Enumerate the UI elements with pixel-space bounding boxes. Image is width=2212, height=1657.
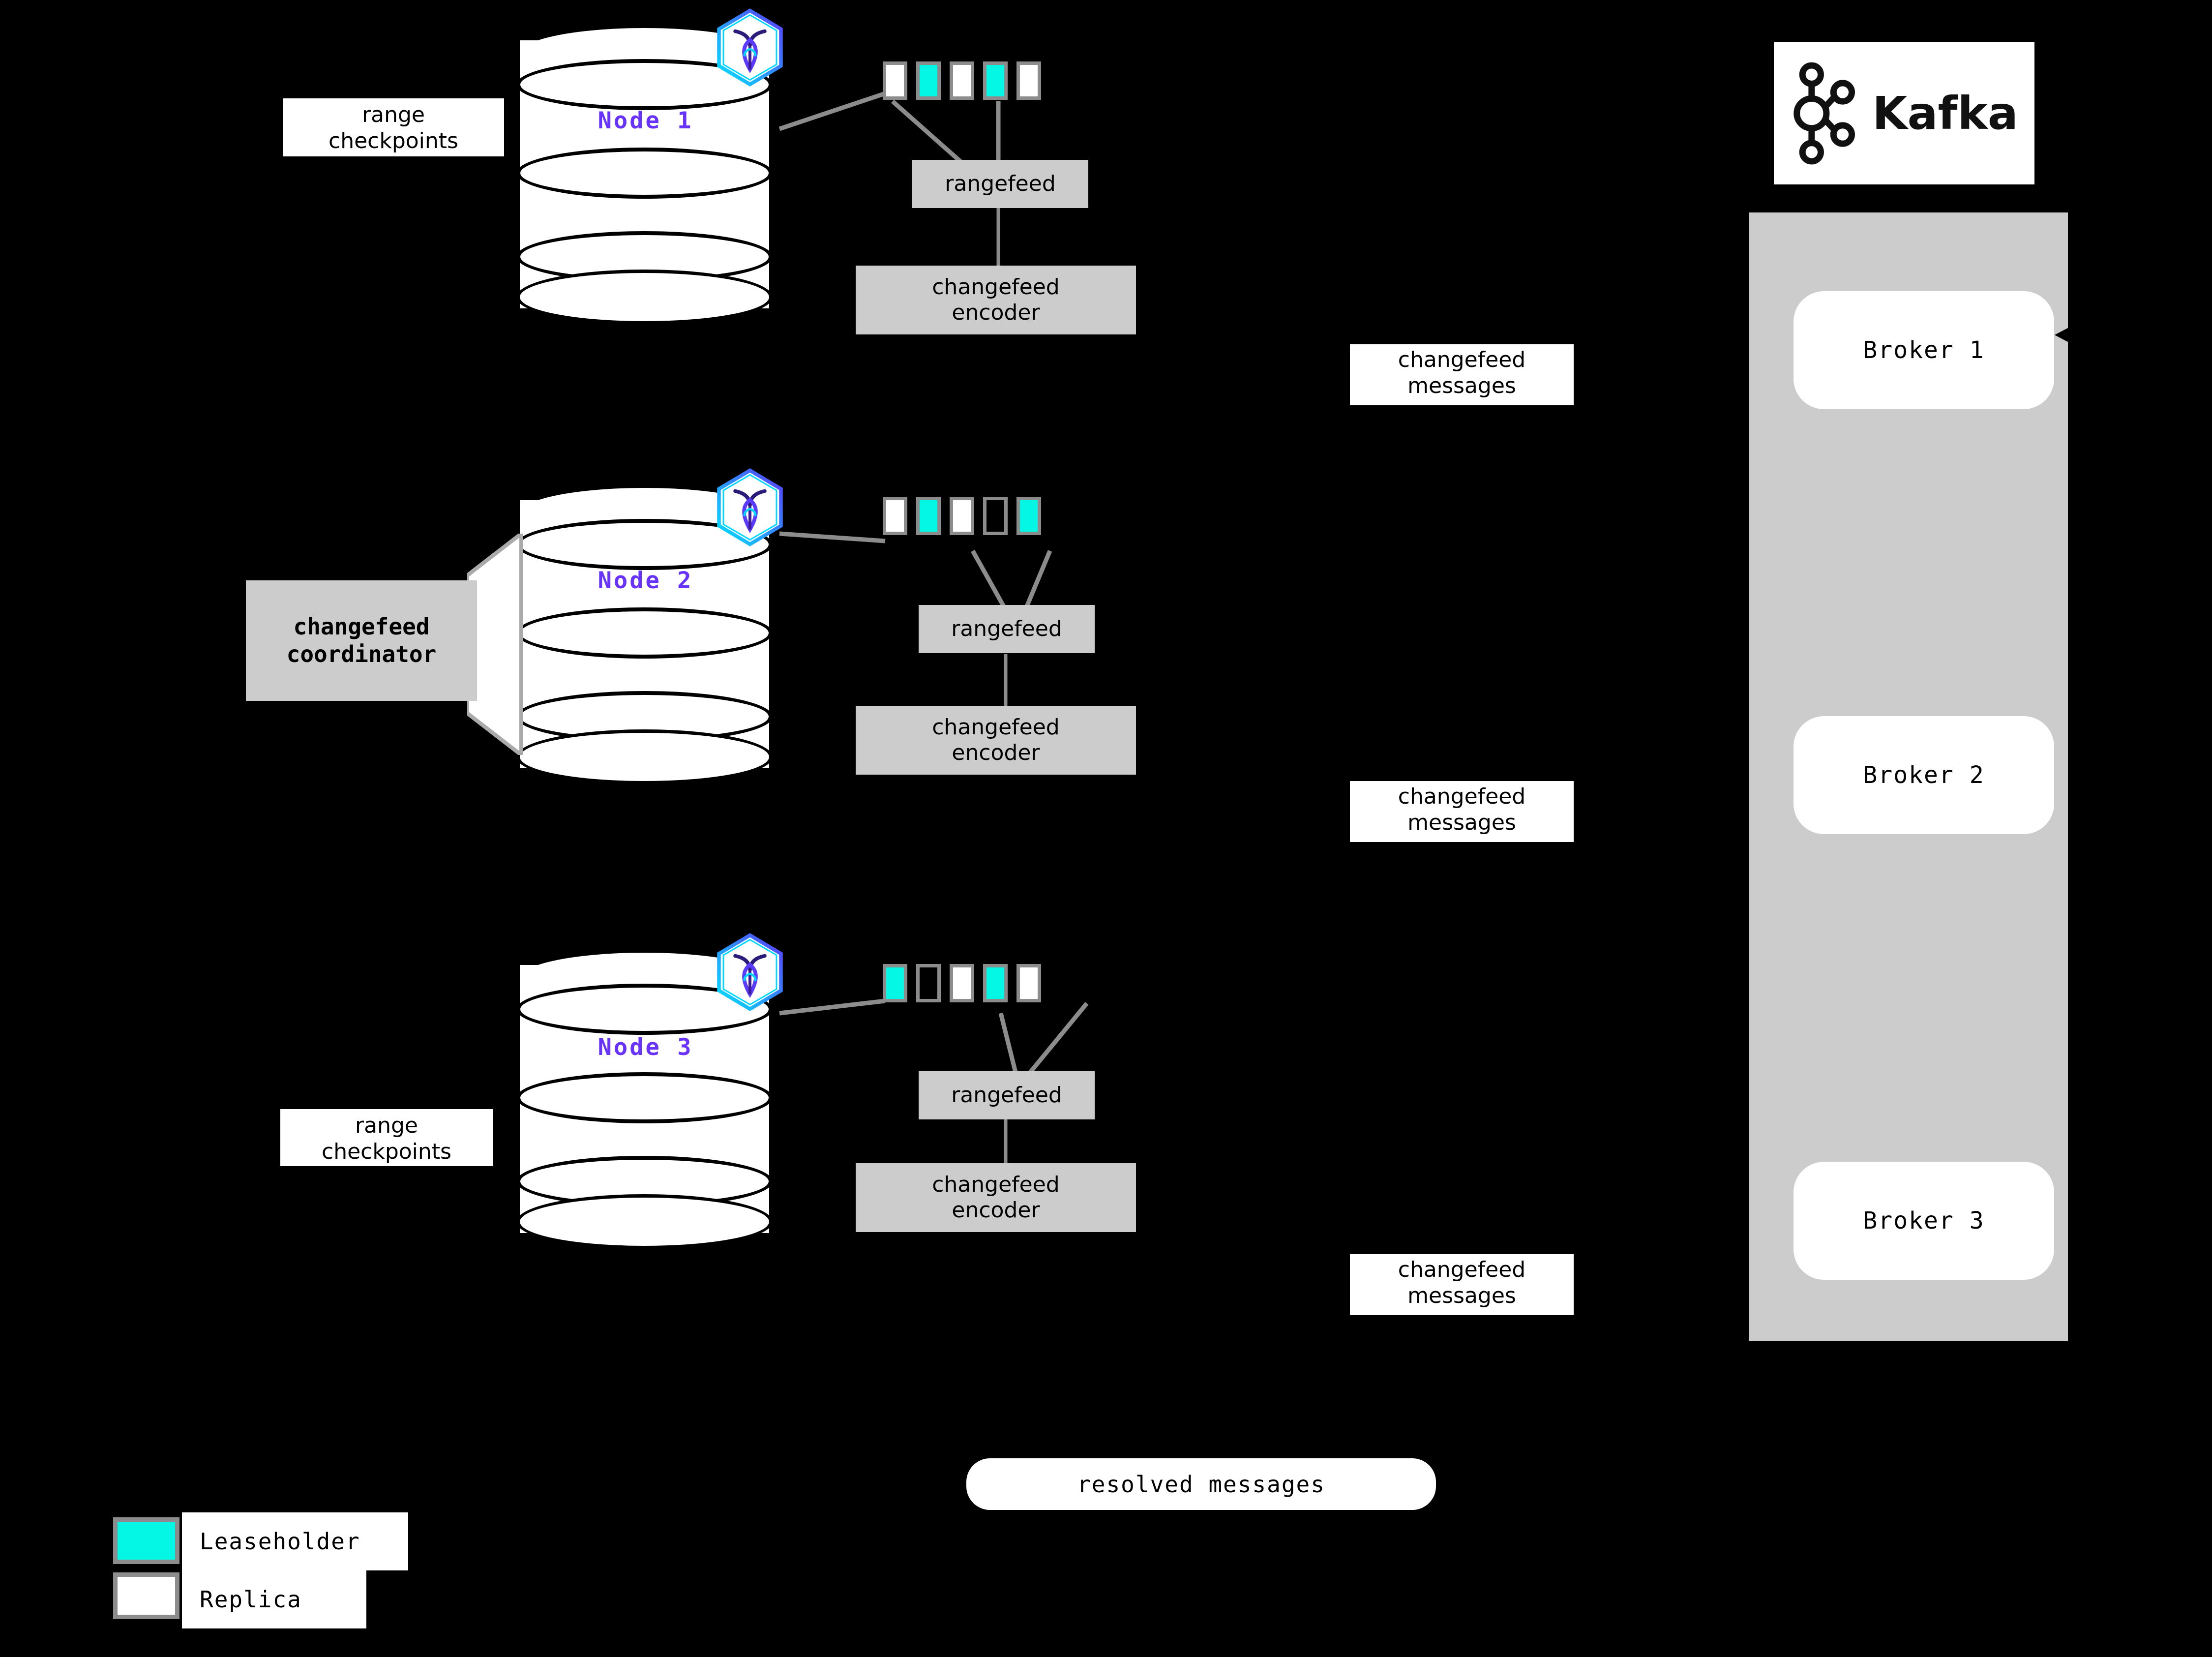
broker-2[interactable]: Broker 2 (1794, 716, 2054, 834)
node-3-rangefeed-box[interactable]: rangefeed (919, 1071, 1095, 1119)
range-block[interactable] (916, 964, 941, 1002)
changefeed-coordinator-box[interactable]: changefeed coordinator (246, 580, 477, 701)
cylinder-band-1 (516, 59, 773, 110)
cylinder-band-2 (516, 1072, 773, 1123)
range-block[interactable] (883, 964, 907, 1002)
node-1-range-checkpoints-label: range checkpoints (283, 98, 504, 156)
node-3-range-checkpoints-label: range checkpoints (280, 1109, 493, 1166)
node-1[interactable]: Node 1 (516, 8, 783, 325)
encoder-line-1: changefeed (932, 1172, 1060, 1198)
encoder-line-1: changefeed (932, 274, 1060, 300)
cockroachdb-hexagon-icon (713, 7, 787, 89)
node-1-range-blocks (883, 61, 1041, 100)
range-block[interactable] (983, 964, 1008, 1002)
node-1-label: Node 1 (598, 107, 693, 134)
node-3-label: Node 3 (598, 1034, 693, 1061)
cylinder-bottom (516, 729, 773, 784)
legend-swatch-leaseholder (113, 1517, 179, 1564)
legend-label-replica: Replica (182, 1570, 366, 1628)
range-block[interactable] (983, 497, 1008, 535)
range-block[interactable] (950, 964, 974, 1002)
legend-swatch-replica (113, 1572, 179, 1619)
broker-1[interactable]: Broker 1 (1794, 291, 2054, 409)
range-block[interactable] (950, 61, 974, 100)
encoder-line-2: encoder (952, 740, 1040, 765)
node-2[interactable]: Node 2 (516, 468, 783, 784)
range-block[interactable] (983, 61, 1008, 100)
node-3[interactable]: Node 3 (516, 933, 783, 1249)
node-2-changefeed-encoder-box[interactable]: changefeed encoder (856, 706, 1136, 775)
range-block[interactable] (1016, 964, 1041, 1002)
kafka-wordmark: Kafka (1872, 87, 2018, 140)
cockroachdb-hexagon-icon (713, 467, 787, 549)
broker-3[interactable]: Broker 3 (1794, 1162, 2054, 1280)
range-block[interactable] (883, 61, 907, 100)
range-block[interactable] (916, 497, 941, 535)
cylinder-bottom (516, 1194, 773, 1249)
cylinder-band-2 (516, 148, 773, 199)
kafka-logo-box: Kafka (1774, 42, 2034, 184)
legend-label-leaseholder: Leaseholder (182, 1512, 408, 1570)
cylinder-band-2 (516, 607, 773, 659)
encoder-line-2: encoder (952, 300, 1040, 325)
cylinder-bottom (516, 270, 773, 325)
coordinator-line-2: coordinator (286, 640, 437, 667)
encoder-line-2: encoder (952, 1198, 1040, 1223)
node-3-range-blocks (883, 964, 1041, 1002)
kafka-broker-panel: Broker 1 Broker 2 Broker 3 (1749, 212, 2068, 1341)
range-block[interactable] (1016, 61, 1041, 100)
node-2-label: Node 2 (598, 567, 693, 594)
changefeed-messages-label-1: changefeed messages (1350, 344, 1574, 405)
coordinator-line-1: changefeed (293, 613, 430, 640)
cylinder-band-1 (516, 984, 773, 1035)
kafka-logo-icon (1794, 62, 1855, 164)
node-1-changefeed-encoder-box[interactable]: changefeed encoder (856, 266, 1136, 334)
resolved-messages-pill[interactable]: resolved messages (966, 1458, 1436, 1510)
range-block[interactable] (1016, 497, 1041, 535)
coordinator-pointer-icon (467, 534, 523, 755)
node-1-rangefeed-box[interactable]: rangefeed (912, 160, 1088, 208)
range-block[interactable] (950, 497, 974, 535)
changefeed-messages-label-2: changefeed messages (1350, 781, 1574, 842)
cockroachdb-hexagon-icon (713, 932, 787, 1014)
node-3-changefeed-encoder-box[interactable]: changefeed encoder (856, 1163, 1136, 1232)
node-2-rangefeed-box[interactable]: rangefeed (919, 605, 1095, 653)
changefeed-messages-label-3: changefeed messages (1350, 1254, 1574, 1315)
encoder-line-1: changefeed (932, 715, 1060, 740)
broker-inbound-arrow-icon (2055, 325, 2074, 345)
node-2-range-blocks (883, 497, 1041, 535)
range-block[interactable] (916, 61, 941, 100)
range-block[interactable] (883, 497, 907, 535)
